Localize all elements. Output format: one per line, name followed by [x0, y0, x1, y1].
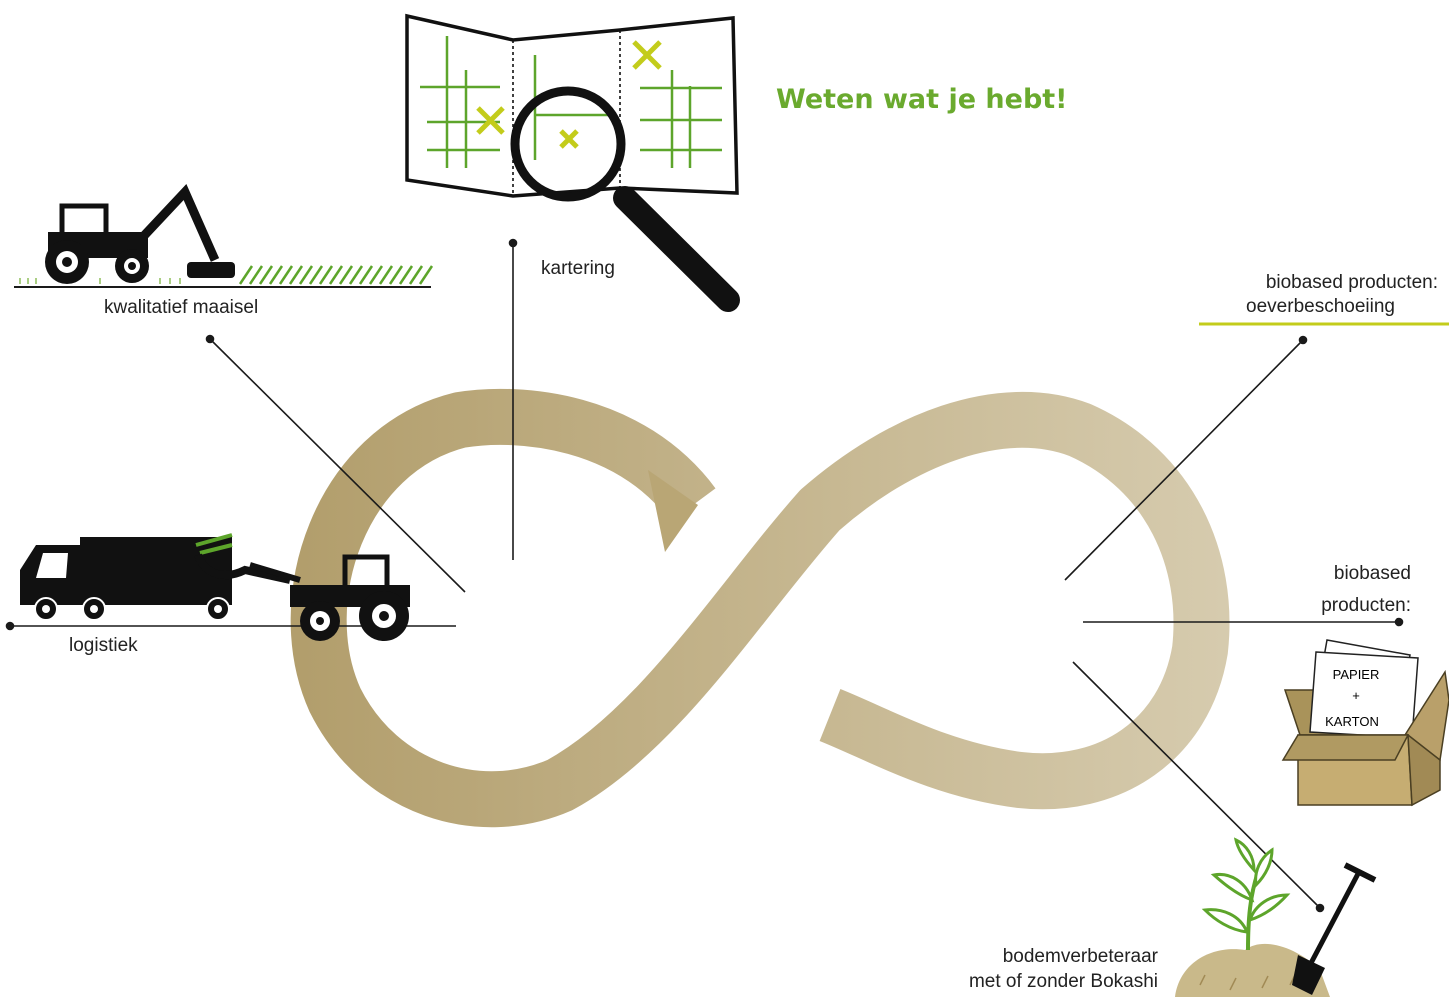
tractor-mower-icon: [19, 183, 434, 285]
box-line1: PAPIER: [1333, 667, 1380, 682]
truck-loader-icon: [20, 533, 410, 641]
plant-shovel-icon: [1175, 837, 1377, 997]
label-biobased-paper-line2: producten:: [1321, 595, 1411, 616]
label-soil-line2: met of zonder Bokashi: [968, 971, 1158, 992]
label-mowing: kwalitatief maaisel: [104, 297, 259, 318]
label-biobased-paper-line1: biobased: [1333, 563, 1411, 584]
map-magnifier-icon: [405, 13, 740, 312]
label-soil-line1: bodemverbeteraar: [1002, 946, 1158, 967]
box-line2: +: [1352, 688, 1360, 703]
headline: Weten wat je hebt!: [776, 84, 1068, 115]
label-biobased-bank-line2: oeverbeschoeiing: [1246, 296, 1395, 317]
label-logistics: logistiek: [69, 635, 138, 656]
label-mapping: kartering: [541, 258, 615, 279]
infinity-loop-icon: [290, 388, 1230, 828]
cardboard-box-icon: PAPIER + KARTON: [1281, 639, 1449, 807]
connector-lines: [5, 238, 1404, 913]
box-line3: KARTON: [1325, 714, 1379, 729]
label-biobased-bank-line1: biobased producten:: [1265, 272, 1438, 293]
